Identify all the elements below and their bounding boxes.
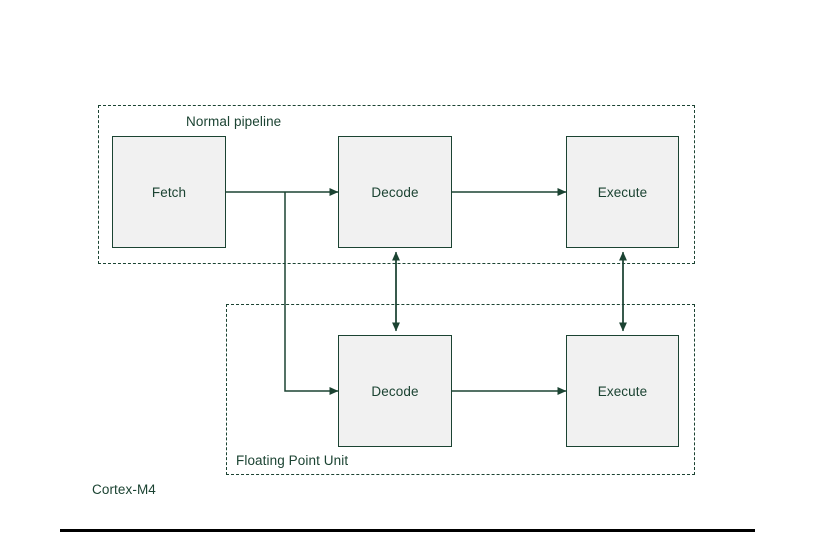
stage-box-fetch[interactable]: Fetch: [112, 136, 226, 248]
group-label-normal-pipeline: Normal pipeline: [186, 114, 282, 129]
stage-box-decode-fpu[interactable]: Decode: [338, 335, 452, 447]
stage-label-fetch: Fetch: [151, 184, 187, 200]
group-floating-point-unit: [226, 304, 695, 475]
stage-box-decode-int[interactable]: Decode: [338, 136, 452, 248]
stage-box-execute-int[interactable]: Execute: [566, 136, 679, 248]
stage-box-execute-fpu[interactable]: Execute: [566, 335, 679, 447]
diagram-caption: Cortex-M4: [92, 482, 156, 497]
bottom-rule-divider: [60, 529, 755, 532]
group-label-floating-point-unit: Floating Point Unit: [236, 453, 349, 468]
stage-label-decode-int: Decode: [371, 184, 419, 200]
stage-label-execute-int: Execute: [597, 184, 648, 200]
stage-label-decode-fpu: Decode: [371, 383, 419, 399]
stage-label-execute-fpu: Execute: [597, 383, 648, 399]
